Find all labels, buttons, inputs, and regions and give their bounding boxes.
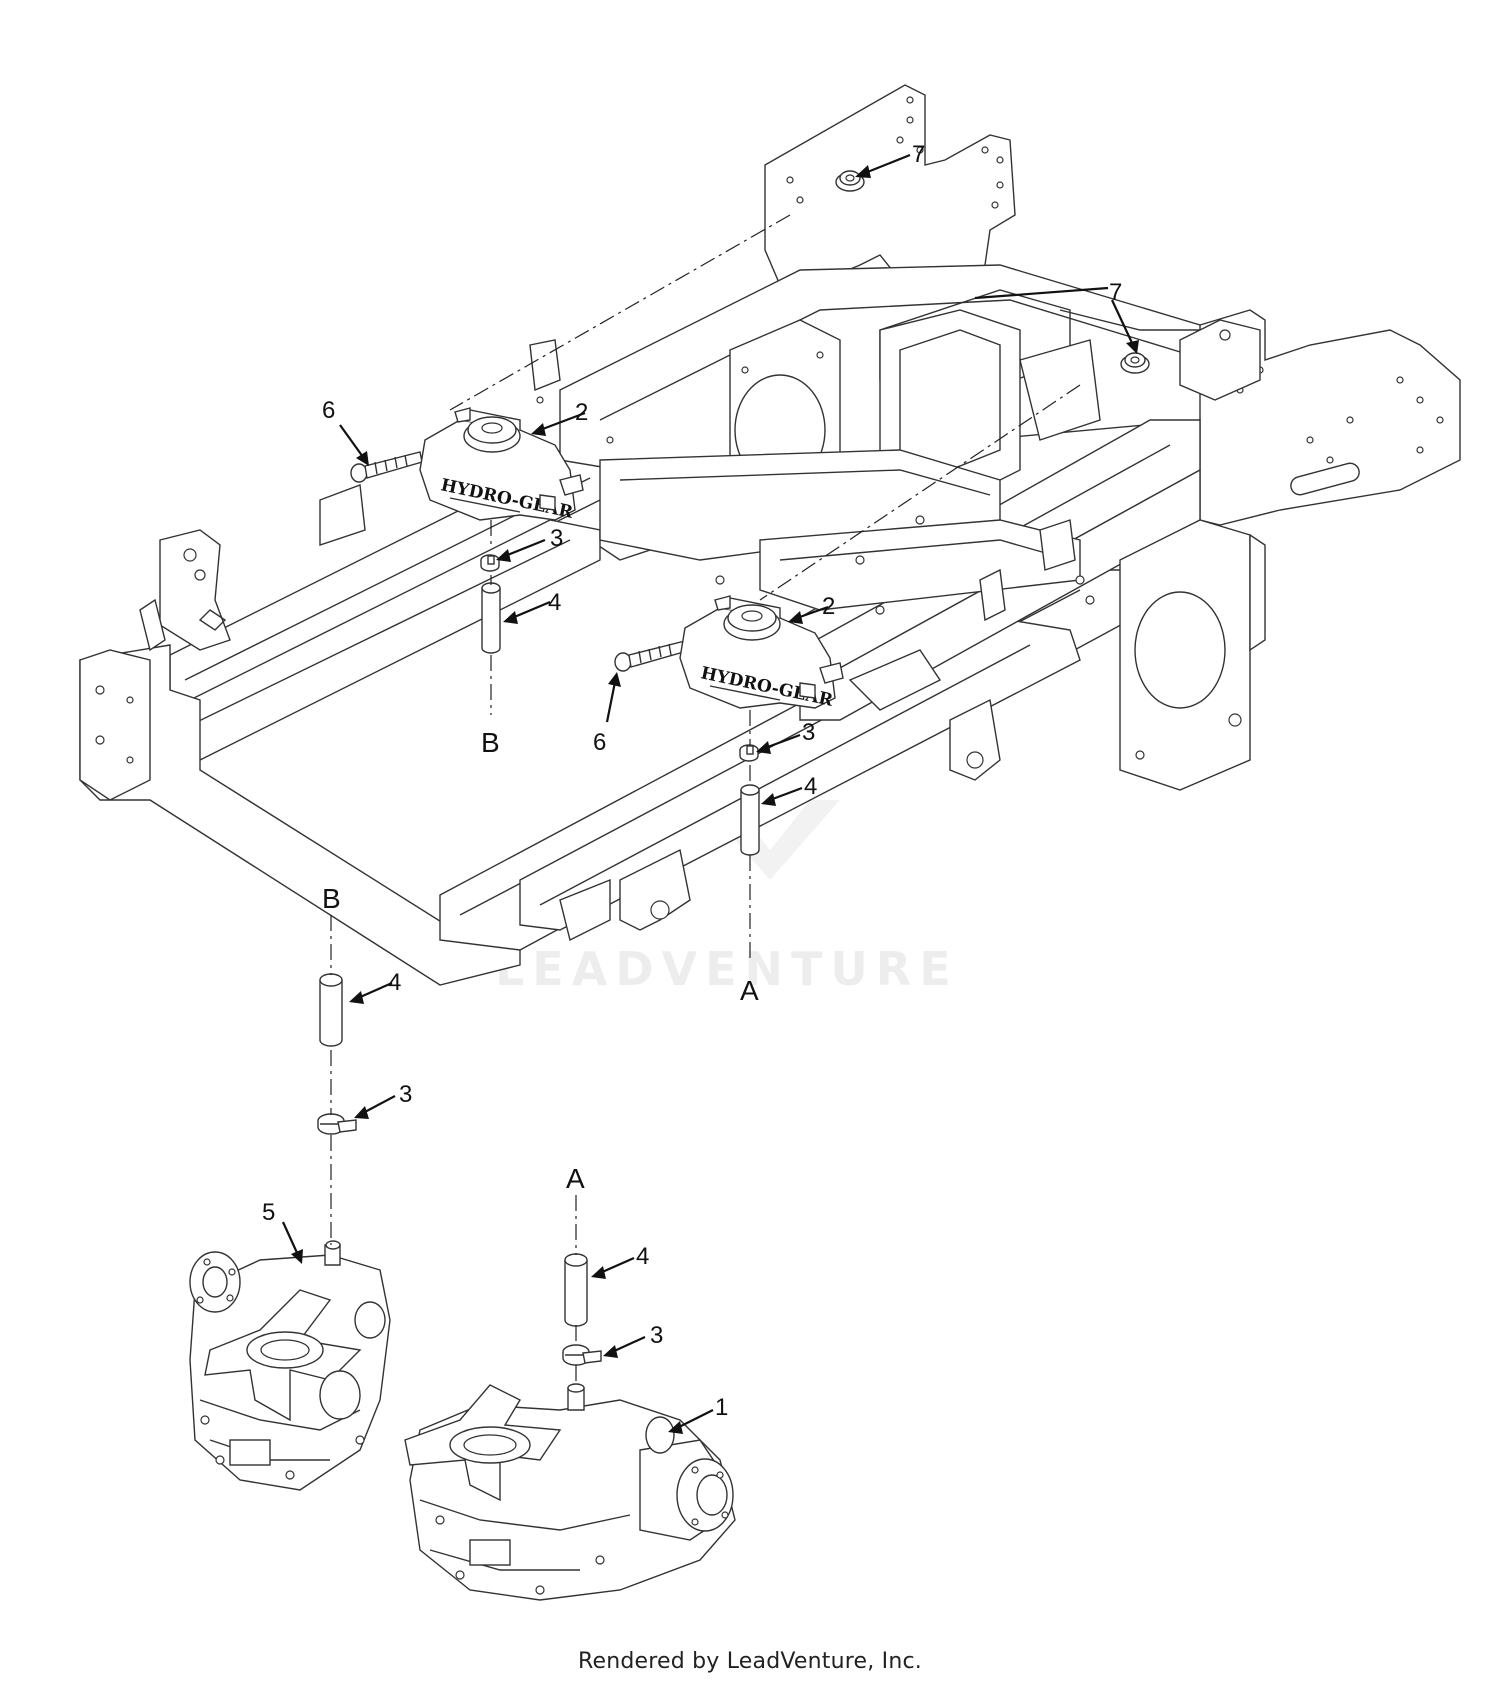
reference-letters: B B A A (322, 727, 759, 1194)
flange-nut-rear-right (1120, 352, 1150, 374)
callout-7-upper: 7 (912, 141, 925, 168)
ref-b-lower: B (322, 883, 341, 914)
callout-4-lower-right: 4 (636, 1243, 649, 1270)
callout-6-lower: 6 (593, 729, 606, 756)
reservoir-upper: HYDRO-GEAR (419, 407, 584, 523)
callout-6-upper: 6 (322, 397, 335, 424)
callout-3-lower-left: 3 (399, 1081, 412, 1108)
hose-lower-left (319, 973, 343, 1047)
transaxle-right (404, 1383, 736, 1601)
callout-4-upper: 4 (548, 589, 561, 616)
callout-1: 1 (715, 1394, 728, 1421)
hose-clamp-upper (480, 554, 500, 572)
callout-4-lower-left: 4 (388, 969, 401, 996)
callout-7-lower: 7 (1109, 279, 1122, 306)
hose-lower-right (564, 1253, 588, 1327)
callout-3-lower-right: 3 (650, 1322, 663, 1349)
bolt-upper (350, 451, 423, 483)
flange-nut-rear-left (835, 170, 865, 192)
transaxle-left (189, 1240, 391, 1491)
callout-numbers: 7 7 6 2 3 4 2 6 3 4 4 3 5 4 3 1 (262, 141, 1122, 1421)
assembly-centerlines (330, 214, 1081, 1385)
hose-clamp-lower-right (562, 1344, 602, 1366)
callout-5: 5 (262, 1199, 275, 1226)
ref-a-upper: A (740, 975, 759, 1006)
callout-4-mid: 4 (804, 773, 817, 800)
hose-clamp-mid (739, 744, 759, 762)
bolt-lower (614, 640, 688, 672)
watermark-text: LEADVENTURE (495, 942, 959, 996)
callout-3-mid: 3 (802, 719, 815, 746)
leader-arrows (281, 153, 1139, 1434)
ref-a-lower: A (566, 1163, 585, 1194)
mower-frame (79, 84, 1461, 986)
ref-b-upper: B (481, 727, 500, 758)
callout-3-upper: 3 (550, 525, 563, 552)
callout-2-upper: 2 (575, 399, 588, 426)
hose-mid (740, 784, 760, 856)
callout-2-lower: 2 (822, 593, 835, 620)
hose-clamp-lower-left (317, 1113, 357, 1135)
hose-upper (481, 582, 501, 654)
footer-credit: Rendered by LeadVenture, Inc. (578, 1649, 922, 1674)
